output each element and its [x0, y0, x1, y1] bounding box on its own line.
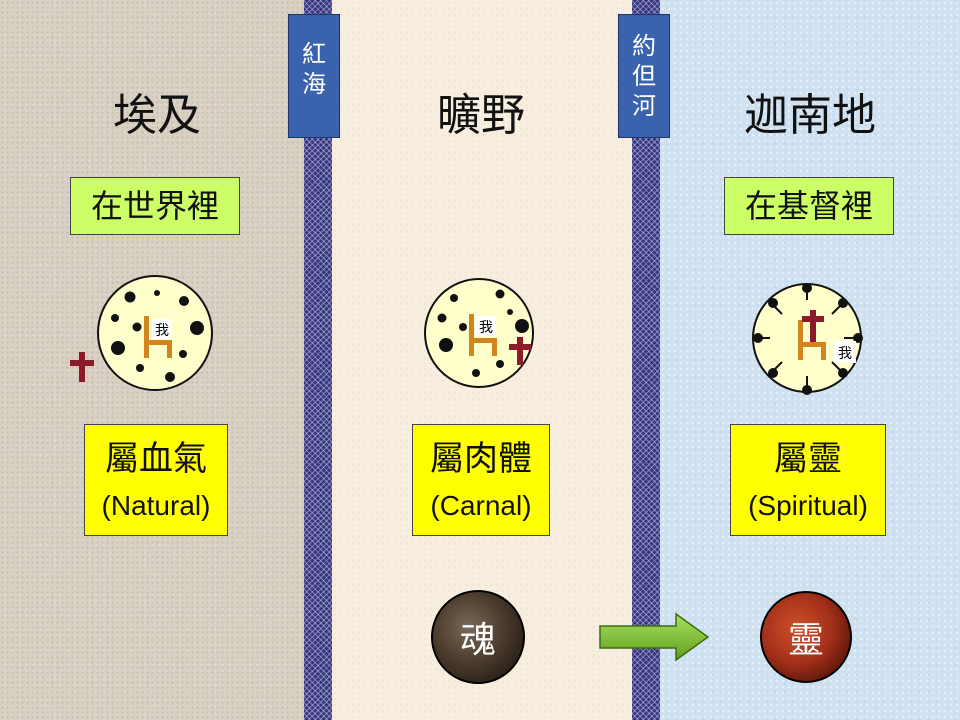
natural-label-en: (Natural) [101, 490, 211, 521]
dot [515, 319, 529, 333]
carnal-person-diagram: 我 [424, 278, 534, 388]
dot [439, 338, 453, 352]
jordan-river-label: 約 但 河 [618, 14, 670, 138]
cross-icon [70, 352, 94, 382]
dot [190, 321, 204, 335]
red-sea-label: 紅 海 [288, 14, 340, 138]
red-sea-char: 紅 [302, 40, 326, 68]
red-sea-char: 海 [302, 70, 326, 98]
dot [496, 360, 504, 368]
carnal-box: 屬肉體 (Carnal) [412, 424, 550, 536]
dot [111, 314, 119, 322]
spirit-orb: 靈 [760, 591, 852, 683]
dot [132, 322, 142, 332]
self-chair-icon [469, 314, 497, 356]
jordan-char: 河 [632, 92, 656, 120]
spirit-orb-circle [760, 591, 852, 683]
dot [753, 333, 763, 343]
self-label: 我 [155, 323, 169, 339]
dot [450, 294, 458, 302]
dot [179, 350, 187, 358]
dot [838, 298, 848, 308]
natural-label: 屬血氣 [105, 439, 207, 479]
in-world-tag: 在世界裡 [70, 177, 240, 235]
spiritual-label: 屬靈 [774, 439, 842, 479]
soul-orb: 魂 [431, 590, 525, 684]
soul-orb-label: 魂 [460, 620, 496, 661]
in-christ-tag: 在基督裡 [724, 177, 894, 235]
dot [507, 309, 513, 315]
spiritual-label-en: (Spiritual) [748, 490, 868, 521]
jordan-char: 但 [632, 62, 656, 90]
dot [802, 385, 812, 395]
canaan-title: 迦南地 [744, 90, 876, 141]
dot [437, 313, 447, 323]
jordan-char: 約 [632, 32, 656, 60]
dot [495, 289, 505, 299]
wilderness-title: 曠野 [437, 90, 525, 141]
soul-orb-circle [431, 590, 525, 684]
natural-person-diagram: 我 [70, 275, 213, 391]
center-clear [770, 300, 844, 376]
cross-icon [802, 310, 824, 342]
wilderness-panel [332, 0, 632, 720]
self-box [152, 319, 172, 339]
self-label: 我 [838, 346, 852, 362]
natural-box: 屬血氣 (Natural) [84, 424, 228, 536]
arrow-right-icon [599, 612, 710, 662]
carnal-label: 屬肉體 [430, 439, 532, 479]
dot [111, 341, 125, 355]
dot [472, 369, 480, 377]
dot [802, 283, 812, 293]
dot [838, 368, 848, 378]
dot [768, 298, 778, 308]
dot [165, 372, 175, 382]
dot [768, 368, 778, 378]
self-chair-icon [798, 320, 826, 360]
spirit-orb-label: 靈 [788, 620, 824, 661]
dot [853, 333, 863, 343]
dot [136, 364, 144, 372]
self-box [834, 341, 856, 363]
dot [179, 296, 189, 306]
spiritual-box: 屬靈 (Spiritual) [730, 424, 886, 536]
cross-icon [509, 337, 531, 365]
egypt-title: 埃及 [113, 90, 201, 141]
carnal-label-en: (Carnal) [430, 490, 532, 521]
dot [154, 290, 160, 296]
dot [459, 323, 467, 331]
dot [124, 291, 136, 303]
spiritual-person-diagram: 我 [752, 283, 863, 395]
self-chair-icon [144, 316, 172, 358]
self-box [476, 316, 496, 336]
self-label: 我 [479, 320, 493, 336]
